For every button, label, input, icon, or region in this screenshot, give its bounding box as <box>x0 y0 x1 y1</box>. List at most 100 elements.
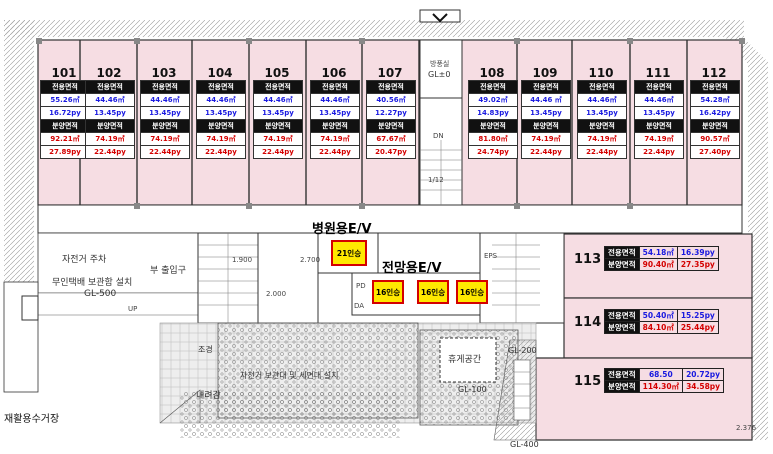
area-label: 전용면적 <box>522 81 570 94</box>
area-m2: 44.46㎡ <box>254 94 302 107</box>
unit-number: 112 <box>701 66 727 80</box>
storage-label: 방풍실 <box>430 60 450 68</box>
area-py: 16.42py <box>691 107 739 120</box>
garden-label: 조경 <box>198 345 213 354</box>
area-m2: 54.18㎡ <box>638 246 678 259</box>
area-py: 13.45py <box>311 107 359 120</box>
area-label: 전용면적 <box>604 368 640 381</box>
sale-m2: 74.19㎡ <box>86 133 134 146</box>
dim-2700: 2.700 <box>300 256 321 264</box>
sale-label: 분양면적 <box>604 321 640 334</box>
area-label: 전용면적 <box>469 81 517 94</box>
area-label: 전용면적 <box>41 81 89 94</box>
corridor <box>37 204 743 234</box>
area-m2: 55.26㎡ <box>41 94 89 107</box>
area-m2: 44.46㎡ <box>141 94 189 107</box>
sale-py: 22.44py <box>530 148 562 156</box>
sale-label: 분양면적 <box>197 120 245 133</box>
storage-level: GL±0 <box>428 70 451 79</box>
area-py: 14.83py <box>469 107 517 120</box>
area-py: 13.45py <box>197 107 245 120</box>
gl-200-label: GL-200 <box>508 346 537 355</box>
unit-number: 111 <box>645 66 671 80</box>
sale-m2: 74.19㎡ <box>311 133 359 146</box>
dn-label: DN <box>433 132 444 140</box>
area-label: 전용면적 <box>578 81 626 94</box>
up-label: UP <box>128 305 138 313</box>
sale-label: 분양면적 <box>469 120 517 133</box>
sale-label: 분양면적 <box>578 120 626 133</box>
recycle-label: 재활용수거장 <box>4 414 60 425</box>
sale-label: 분양면적 <box>604 258 640 271</box>
sale-label: 분양면적 <box>86 120 134 133</box>
unit-number: 101 <box>51 66 77 80</box>
sale-m2: 114.30㎡ <box>638 380 684 393</box>
stair-slope: 1/12 <box>428 176 444 184</box>
area-m2: 44.46㎡ <box>578 94 626 107</box>
area-py: 13.45py <box>635 107 683 120</box>
bike-stand-label: 자전거 보관대 및 세면대 설치 <box>240 371 339 380</box>
sale-label: 분양면적 <box>311 120 359 133</box>
sale-m2: 81.80㎡ <box>469 133 517 146</box>
area-py: 16.39py <box>676 246 719 259</box>
sale-label: 분양면적 <box>367 120 415 133</box>
gl-500-label: GL-500 <box>84 289 117 299</box>
sale-py: 22.44py <box>586 148 618 156</box>
unit-number: 105 <box>264 66 290 80</box>
unit-number: 108 <box>479 66 505 80</box>
area-label: 전용면적 <box>311 81 359 94</box>
unit-number: 109 <box>532 66 558 80</box>
sale-m2: 67.67㎡ <box>367 133 415 146</box>
area-m2: 44.46㎡ <box>197 94 245 107</box>
boundary-north <box>4 20 744 37</box>
unit-number: 103 <box>151 66 177 80</box>
sale-m2: 92.21㎡ <box>41 133 89 146</box>
area-label: 전용면적 <box>604 246 640 259</box>
hospital-elevator: 21인승 <box>331 240 367 266</box>
pd-label: PD <box>356 282 366 290</box>
sale-label: 분양면적 <box>141 120 189 133</box>
down-ramp-label: 내려감 <box>196 391 221 401</box>
view-elevator-3: 16인승 <box>456 280 488 304</box>
sale-label: 분양면적 <box>41 120 89 133</box>
area-label: 전용면적 <box>86 81 134 94</box>
sale-m2: 90.57㎡ <box>691 133 739 146</box>
columns <box>36 38 745 209</box>
area-label: 전용면적 <box>367 81 415 94</box>
sale-py: 27.40py <box>699 148 731 156</box>
sale-py: 22.44py <box>205 148 237 156</box>
sale-label: 분양면적 <box>522 120 570 133</box>
view-ev-heading: 전망용E/V <box>382 261 442 276</box>
area-py: 16.72py <box>41 107 89 120</box>
unit-number: 102 <box>96 66 122 80</box>
dim-2376: 2.376 <box>736 424 757 432</box>
sale-label: 분양면적 <box>604 380 640 393</box>
sale-label: 분양면적 <box>635 120 683 133</box>
area-py: 13.45py <box>86 107 134 120</box>
hospital-ev-heading: 병원용E/V <box>312 222 372 237</box>
eps-label: EPS <box>484 252 498 260</box>
area-label: 전용면적 <box>141 81 189 94</box>
rest-area-label: 휴게공간 <box>448 355 482 365</box>
unit-number: 110 <box>588 66 614 80</box>
sale-py: 27.89py <box>49 148 81 156</box>
area-py: 20.72py <box>682 368 725 381</box>
gl-400-label: GL-400 <box>510 440 539 449</box>
area-py: 13.45py <box>578 107 626 120</box>
sale-m2: 74.19㎡ <box>141 133 189 146</box>
sale-py: 24.74py <box>477 148 509 156</box>
sale-m2: 74.19㎡ <box>522 133 570 146</box>
area-label: 전용면적 <box>604 309 640 322</box>
